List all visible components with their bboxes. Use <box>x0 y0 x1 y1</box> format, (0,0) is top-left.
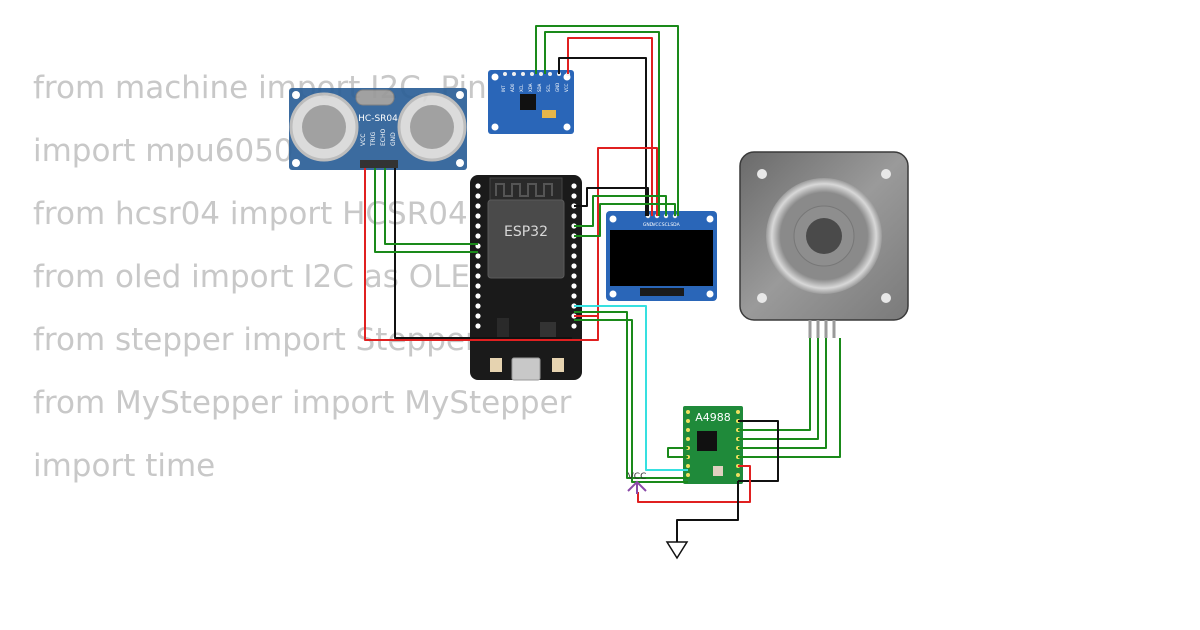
vcc-symbol: VCC <box>627 472 647 494</box>
a4988-potentiometer <box>713 466 723 476</box>
mount-hole <box>292 159 300 167</box>
mpu-pin-label: XDA <box>528 83 533 92</box>
mount-hole <box>456 91 464 99</box>
transducer-mesh <box>410 105 454 149</box>
oled-ribbon <box>640 288 684 296</box>
mpu6050-module[interactable]: VCC GND SCL SDA XDA XCL AD0 INT <box>488 70 574 134</box>
stepper-motor[interactable] <box>739 151 909 338</box>
wire-black <box>738 420 779 482</box>
code-line: from MyStepper import MyStepper <box>33 385 572 421</box>
oled-pin-label: SCL <box>662 222 671 228</box>
mpu-pin-label: SDA <box>537 83 542 92</box>
wire-black <box>574 187 649 216</box>
hcsr04-sensor[interactable]: HC-SR04 VCC TRIG ECHO GND <box>289 88 467 170</box>
mount-hole <box>706 290 714 298</box>
wire-green <box>384 168 478 245</box>
wire-black <box>394 168 572 339</box>
mount-hole <box>609 290 617 298</box>
wire-green <box>544 31 660 216</box>
code-line: from oled import I2C as OLED <box>33 259 494 295</box>
wire-green <box>574 311 688 479</box>
usb-chip <box>540 322 556 338</box>
wire-green <box>738 338 811 431</box>
motor-screw <box>881 169 891 179</box>
mpu-chip <box>520 94 536 110</box>
mpu-pin-label: SCL <box>546 84 551 92</box>
crystal-oscillator <box>355 89 395 106</box>
hcsr04-pin-label: VCC <box>360 134 367 146</box>
regulator <box>497 318 509 338</box>
mpu-regulator <box>542 110 556 118</box>
oled-pin-label: GND <box>643 222 654 228</box>
wire-red <box>364 168 599 341</box>
wire-cyan <box>574 305 688 471</box>
wires <box>364 25 841 542</box>
esp32-label: ESP32 <box>504 224 548 240</box>
code-line: import mpu6050 <box>33 133 294 169</box>
esp32-board[interactable]: ESP32 <box>470 175 582 381</box>
ground-triangle <box>665 541 689 560</box>
motor-screw <box>757 169 767 179</box>
wire-green <box>738 338 841 458</box>
mpu-pin-label: GND <box>555 83 560 92</box>
mpu-pin-label: INT <box>501 85 506 92</box>
hcsr04-pin-label: ECHO <box>380 129 387 146</box>
mount-hole <box>609 215 617 223</box>
wire-green <box>738 338 819 440</box>
mount-hole <box>706 215 714 223</box>
wire-green <box>738 338 827 449</box>
pin-header <box>360 160 398 168</box>
wire-green <box>574 203 676 237</box>
usb-port <box>511 357 541 381</box>
mpu-pin-row <box>503 72 570 76</box>
wire-red <box>567 37 653 216</box>
oled-display[interactable]: GND VCC SCL SDA <box>606 211 717 301</box>
ground-symbol <box>665 541 689 560</box>
esp32-module <box>487 199 565 279</box>
wire-black <box>558 57 647 216</box>
wire-green <box>374 168 478 253</box>
vcc-label: VCC <box>628 472 647 482</box>
code-line: import time <box>33 448 216 484</box>
mount-hole <box>491 73 499 81</box>
wire-green <box>574 319 688 483</box>
oled-pin-label: SDA <box>670 222 680 228</box>
mount-hole <box>491 123 499 131</box>
motor-shaft <box>806 218 842 254</box>
transducer-mesh <box>302 105 346 149</box>
wire-green <box>535 25 679 216</box>
mount-hole <box>292 91 300 99</box>
button-en[interactable] <box>490 358 502 372</box>
antenna-trace <box>495 183 553 197</box>
motor-screw <box>881 293 891 303</box>
mount-hole <box>456 159 464 167</box>
oled-screen <box>610 230 713 286</box>
hcsr04-pin-label: TRIG <box>370 131 377 147</box>
a4988-label: A4988 <box>695 411 731 424</box>
a4988-driver[interactable]: A4988 <box>683 406 743 484</box>
wire-green <box>574 195 667 227</box>
hcsr04-pin-label: GND <box>390 132 397 146</box>
motor-leads <box>808 320 836 338</box>
wire-black <box>676 481 739 542</box>
esp32-pins-left <box>475 183 481 329</box>
mpu-pin-label: AD0 <box>510 83 515 92</box>
motor-screw <box>757 293 767 303</box>
mpu-pin-label: VCC <box>564 83 569 92</box>
wire-red <box>637 465 751 503</box>
mpu-pin-label: XCL <box>519 84 524 92</box>
button-boot[interactable] <box>552 358 564 372</box>
wire-green <box>667 447 688 458</box>
wire-red <box>574 147 658 317</box>
oled-pin-label: VCC <box>652 222 661 228</box>
code-overlay: from machine import I2C, Pin import mpu6… <box>33 66 571 507</box>
a4988-chip <box>697 431 717 451</box>
hcsr04-label: HC-SR04 <box>358 114 398 124</box>
mount-hole <box>563 123 571 131</box>
